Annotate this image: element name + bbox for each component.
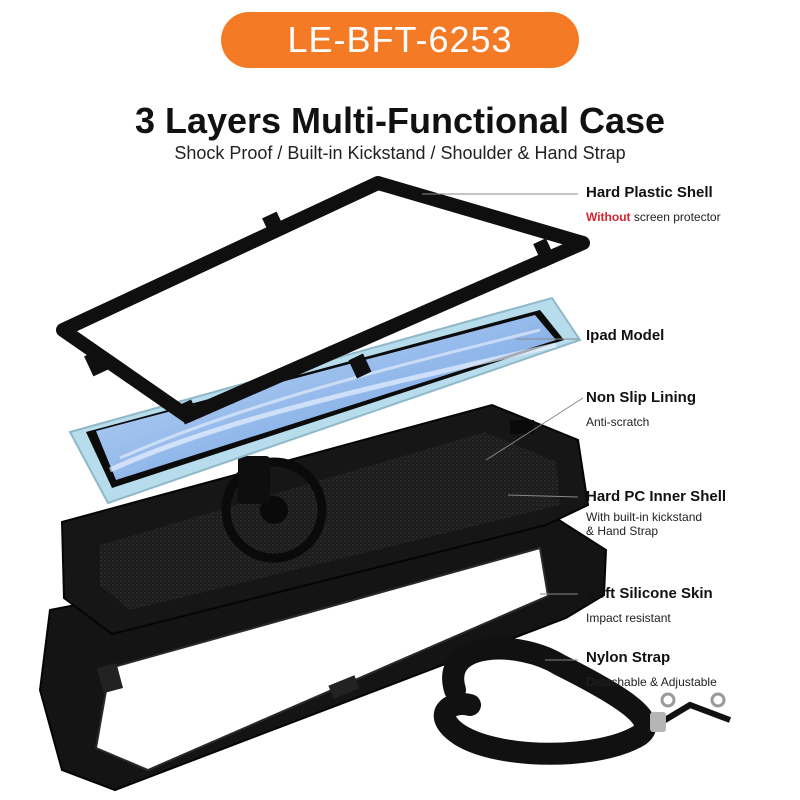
desc-text: screen protector [630,210,721,224]
label-desc-line2: & Hand Strap [586,524,659,538]
label-ipad-model: Ipad Model [586,327,664,344]
label-non-slip-lining: Non Slip Lining Anti-scratch [586,389,696,429]
label-soft-silicone-skin: Soft Silicone Skin Impact resistant [586,585,713,625]
label-hard-plastic-shell: Hard Plastic Shell Without screen protec… [586,184,721,224]
label-hard-pc-inner-shell: Hard PC Inner Shell With built-in kickst… [586,488,726,538]
hard-plastic-shell-part [56,176,590,425]
soft-silicone-skin-part [38,511,608,792]
label-desc: Impact resistant [586,611,671,625]
hard-pc-inner-shell-part [60,403,590,636]
warning-text: Without [586,210,631,224]
label-name: Nylon Strap [586,649,671,666]
page-title: 3 Layers Multi-Functional Case [134,100,666,141]
label-desc: Detachable & Adjustable [586,675,717,689]
label-desc-line1: With built-in kickstand [586,510,703,524]
leader-lines [422,193,584,661]
label-name: Hard Plastic Shell [586,184,713,201]
label-desc: Anti-scratch [586,415,650,429]
model-number: LE-BFT-6253 [287,19,513,60]
ipad-model-part [68,296,582,505]
label-desc: Without screen protector [586,210,721,224]
label-name: Ipad Model [586,327,665,344]
label-name: Soft Silicone Skin [586,585,713,602]
label-name: Non Slip Lining [586,389,696,406]
label-name: Hard PC Inner Shell [586,488,727,505]
model-badge: LE-BFT-6253 [221,12,579,68]
label-nylon-strap: Nylon Strap Detachable & Adjustable [586,649,717,689]
nylon-strap-part [433,637,732,765]
page-subtitle: Shock Proof / Built-in Kickstand / Shoul… [174,143,626,163]
